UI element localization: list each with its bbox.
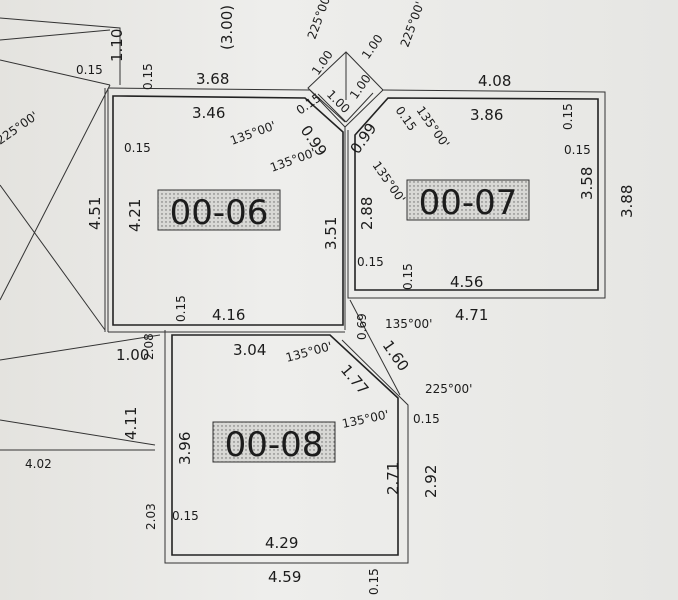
dimension-label: 225°00' <box>398 0 427 49</box>
dim: 1.77 <box>337 361 372 398</box>
dim: 4.16 <box>212 306 245 324</box>
room-label-00-08: 00-08 <box>212 421 336 465</box>
dim: 1.10 <box>108 29 126 62</box>
dimension-label: 135°00' <box>341 407 390 431</box>
dimension-label: 0.15 <box>174 295 188 322</box>
dimension-label: 0.15 <box>564 143 591 157</box>
dim: 4.02 <box>25 457 52 471</box>
room-00-06[interactable] <box>107 87 346 333</box>
vestibule-square <box>307 51 401 396</box>
dimension-label: 00-06 <box>170 193 269 233</box>
dim: 1.00 <box>359 32 386 62</box>
dim: 2.71 <box>384 462 402 495</box>
dimension-label: 0.15 <box>76 63 103 77</box>
dim: 3.04 <box>233 341 266 359</box>
dimension-label: 135°00' <box>268 145 317 174</box>
dimension-label: 00-08 <box>225 425 324 465</box>
dim: 4.29 <box>265 534 298 552</box>
dim: 3.58 <box>578 167 596 200</box>
dim: 1.00 <box>116 346 149 364</box>
dimension-label: 135°00' <box>385 317 432 331</box>
dim: 3.86 <box>470 106 503 124</box>
dim: 3.46 <box>192 104 225 122</box>
dim: 1.00 <box>309 48 336 78</box>
dimension-label: 135°00' <box>414 104 453 151</box>
dimension-label: 0.15 <box>124 141 151 155</box>
dim: 4.51 <box>86 197 104 230</box>
exterior-lines <box>0 17 161 451</box>
dim: 3.88 <box>618 185 636 218</box>
dim: 2.88 <box>358 197 376 230</box>
dimension-label: 225°00' <box>425 382 472 396</box>
dim: 2.03 <box>144 503 158 530</box>
dimension-label: 0.15 <box>172 509 199 523</box>
dimension-label: 225°00' <box>0 109 41 148</box>
dim: 0.99 <box>347 120 381 158</box>
dim: 1.60 <box>379 337 413 375</box>
dim: 4.11 <box>122 407 140 440</box>
room-00-07[interactable] <box>347 89 606 299</box>
dimension-label: 0.15 <box>357 255 384 269</box>
room-label-00-07: 00-07 <box>406 179 530 223</box>
dimension-label: 0.15 <box>401 263 415 290</box>
dim: 0.69 <box>355 313 369 340</box>
dim: 4.08 <box>478 72 511 90</box>
dimension-label: 0.15 <box>413 412 440 426</box>
dim: 4.71 <box>455 306 488 324</box>
dimension-label: 0.15 <box>561 103 575 130</box>
dimension-label: 00-07 <box>419 183 518 223</box>
dim: 3.96 <box>176 432 194 465</box>
dim: 3.51 <box>322 217 340 250</box>
room-00-08[interactable] <box>164 330 409 564</box>
dimension-label: 0.15 <box>367 568 381 595</box>
dimension-label: 0.15 <box>141 63 155 90</box>
dim: 2.08 <box>142 333 156 360</box>
dimension-label: 135°00' <box>228 118 277 147</box>
dim: 4.59 <box>268 568 301 586</box>
dim: (3.00) <box>218 5 236 50</box>
dimension-label: 0.15 <box>393 104 420 134</box>
dimension-label: 135°00' <box>284 339 333 365</box>
dim: 3.68 <box>196 70 229 88</box>
dim: 2.92 <box>422 465 440 498</box>
dimension-label: 225°00' <box>305 0 334 41</box>
dim: 4.56 <box>450 273 483 291</box>
room-label-00-06: 00-06 <box>157 189 281 233</box>
dim: 4.21 <box>126 199 144 232</box>
